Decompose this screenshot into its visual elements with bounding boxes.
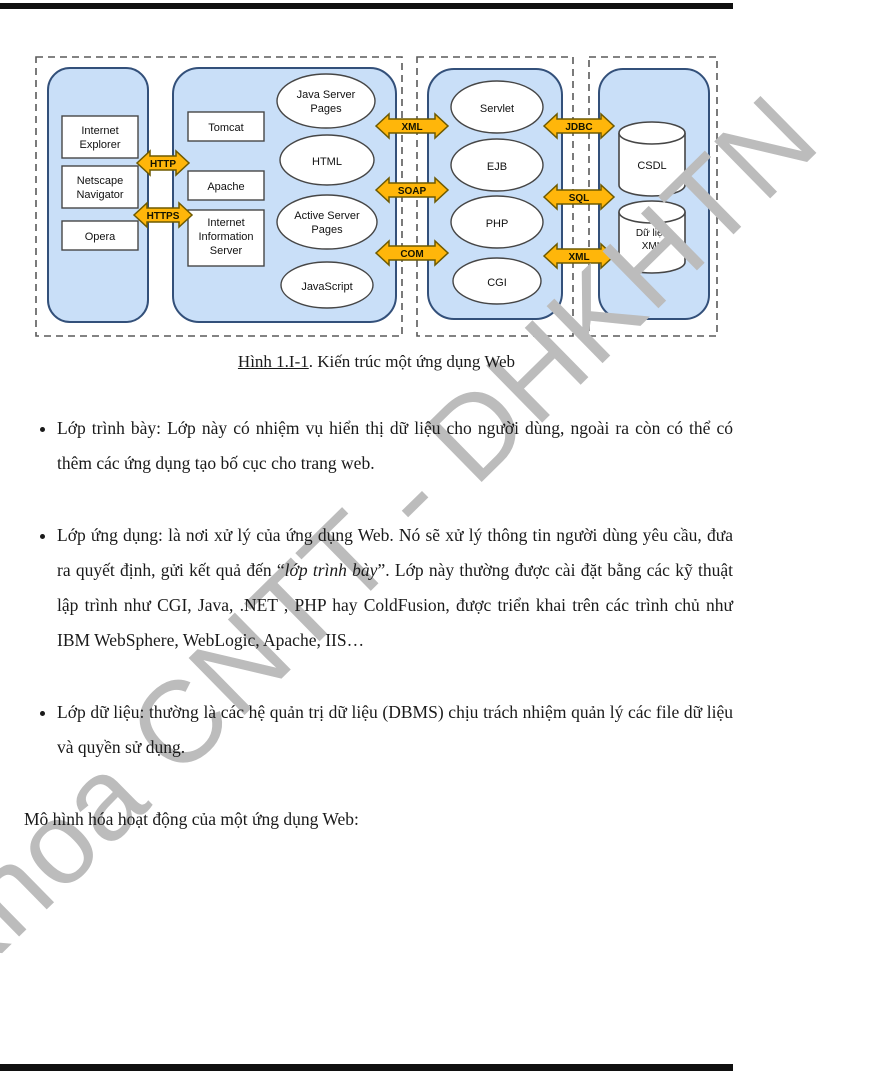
node-internet-explorer: Internet Explorer (61, 115, 139, 159)
web-architecture-diagram: Internet Explorer Netscape Navigator Ope… (35, 56, 718, 337)
connector-xml: XML (374, 112, 450, 140)
connector-label: HTTPS (147, 211, 180, 222)
node-label: Information (198, 231, 253, 243)
node-label: Dữ liệu (636, 228, 668, 239)
connector-xml-data: XML (542, 242, 616, 270)
connector-jdbc: JDBC (542, 112, 616, 140)
node-label: Opera (85, 231, 116, 243)
node-label: Servlet (480, 103, 514, 115)
node-label: Internet (207, 217, 244, 229)
bullet-item-application-layer: Lớp ứng dụng: là nơi xử lý của ứng dụng … (57, 518, 733, 658)
node-label: EJB (487, 161, 507, 173)
node-label: XML (642, 241, 663, 252)
body-text: Lớp trình bày: Lớp này có nhiệm vụ hiển … (24, 411, 733, 837)
node-apache: Apache (187, 170, 265, 201)
node-tomcat: Tomcat (187, 111, 265, 142)
bullet-text-italic: lớp trình bày (284, 560, 378, 580)
node-servlet: Servlet (450, 80, 544, 134)
node-label: Java Server (297, 89, 356, 101)
node-label: Server (210, 245, 243, 257)
bottom-rule (0, 1064, 733, 1071)
node-ejb: EJB (450, 138, 544, 192)
node-label: Active Server (294, 210, 360, 222)
node-cgi: CGI (452, 257, 542, 305)
node-label: CGI (487, 277, 507, 289)
node-php: PHP (450, 195, 544, 249)
node-xml-data: Dữ liệu XML (618, 200, 686, 274)
bullet-text: ”. Lớp này thường được cài đặt bằng các … (57, 560, 733, 650)
bullet-text: Lớp ứng dụng: là nơi xử lý của ứng dụng … (57, 525, 733, 580)
node-label: JavaScript (301, 281, 352, 293)
connector-label: COM (400, 249, 423, 260)
node-internet-information-server: Internet Information Server (187, 209, 265, 267)
figure-caption-label: Hình 1.I-1 (237, 352, 309, 371)
node-label: Apache (207, 181, 244, 193)
connector-sql: SQL (542, 183, 616, 211)
node-csdl-database: CSDL (618, 121, 686, 197)
node-label: Netscape (77, 175, 123, 187)
figure-caption: Hình 1.I-1. Kiến trúc một ứng dụng Web (36, 352, 717, 372)
node-label: CSDL (637, 160, 666, 172)
bullet-item-data-layer: Lớp dữ liệu: thường là các hệ quản trị d… (57, 695, 733, 765)
node-label: Navigator (76, 189, 123, 201)
bullet-text: Lớp dữ liệu: thường là các hệ quản trị d… (57, 702, 733, 757)
connector-https: HTTPS (132, 201, 194, 229)
connector-label: SQL (569, 193, 590, 204)
connector-label: HTTP (150, 159, 176, 170)
node-label: Pages (311, 224, 343, 236)
node-label: HTML (312, 156, 342, 168)
figure-caption-text: . Kiến trúc một ứng dụng Web (308, 352, 516, 371)
node-label: Internet (81, 125, 118, 137)
node-label: Explorer (80, 139, 121, 151)
node-html: HTML (279, 134, 375, 186)
node-label: Tomcat (208, 122, 243, 134)
connector-soap: SOAP (374, 176, 450, 204)
node-opera: Opera (61, 220, 139, 251)
node-active-server-pages: Active Server Pages (276, 194, 378, 250)
bullet-item-presentation-layer: Lớp trình bày: Lớp này có nhiệm vụ hiển … (57, 411, 733, 481)
node-javascript: JavaScript (280, 261, 374, 309)
application-tier-box (416, 56, 574, 337)
connector-label: SOAP (398, 186, 427, 197)
closing-paragraph: Mô hình hóa hoạt động của một ứng dụng W… (24, 809, 359, 829)
node-netscape-navigator: Netscape Navigator (61, 165, 139, 209)
top-rule (0, 3, 733, 9)
bullet-text: Lớp trình bày: Lớp này có nhiệm vụ hiển … (57, 418, 733, 473)
connector-label: JDBC (565, 122, 592, 133)
node-label: PHP (486, 218, 509, 230)
connector-label: XML (568, 252, 589, 263)
bullet-list: Lớp trình bày: Lớp này có nhiệm vụ hiển … (24, 411, 733, 765)
connector-http: HTTP (135, 149, 191, 177)
node-label: Pages (310, 103, 342, 115)
connector-label: XML (401, 122, 422, 133)
node-java-server-pages: Java Server Pages (276, 73, 376, 129)
connector-com: COM (374, 239, 450, 267)
